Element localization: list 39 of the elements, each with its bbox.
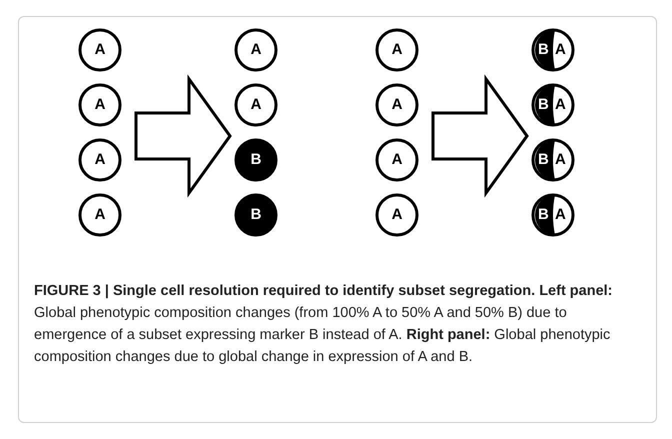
cell-circle bbox=[234, 83, 278, 127]
cell-circle bbox=[78, 83, 122, 127]
cell-label: A bbox=[94, 205, 106, 225]
cell-label: A bbox=[390, 205, 404, 225]
figure-caption: FIGURE 3 | Single cell resolution required to identify subset segregation. Left panel: Global phenotypic composition changes (from 100% A to 50% A and 50% B) due to emergence of a subset expressing marker B instead of A. Right panel: Global phenotypic composition changes due to global change in expression of A and B. bbox=[34, 282, 614, 367]
half-filled-cell-circle bbox=[531, 138, 575, 182]
cell-label: B bbox=[538, 150, 549, 170]
cell-label: B bbox=[538, 40, 549, 60]
cell-label: A bbox=[390, 150, 404, 170]
block-arrow bbox=[432, 74, 529, 198]
half-filled-cell-circle bbox=[531, 83, 575, 127]
cell-circle bbox=[375, 28, 419, 72]
cell-circle bbox=[78, 193, 122, 237]
filled-cell-circle bbox=[234, 193, 278, 237]
cell-label: B bbox=[538, 205, 549, 225]
cell-label: A bbox=[555, 40, 566, 60]
block-arrow bbox=[134, 74, 232, 198]
filled-cell-circle bbox=[234, 138, 278, 182]
cell-label: A bbox=[555, 150, 566, 170]
cell-label: B bbox=[538, 95, 549, 115]
cell-circle bbox=[375, 193, 419, 237]
cell-label: A bbox=[94, 95, 106, 115]
cell-label: A bbox=[390, 95, 404, 115]
cell-label: A bbox=[250, 95, 262, 115]
cell-label: B bbox=[250, 150, 262, 170]
cell-label: A bbox=[555, 205, 566, 225]
cell-label: A bbox=[390, 40, 404, 60]
cell-circle bbox=[375, 83, 419, 127]
cell-label: B bbox=[250, 205, 262, 225]
cell-circle bbox=[375, 138, 419, 182]
cell-label: A bbox=[250, 40, 262, 60]
cell-circle bbox=[78, 28, 122, 72]
half-filled-cell-circle bbox=[531, 28, 575, 72]
cell-circle bbox=[78, 138, 122, 182]
cell-label: A bbox=[94, 150, 106, 170]
half-filled-cell-circle bbox=[531, 193, 575, 237]
cell-circle bbox=[234, 28, 278, 72]
cell-label: A bbox=[94, 40, 106, 60]
cell-label: A bbox=[555, 95, 566, 115]
